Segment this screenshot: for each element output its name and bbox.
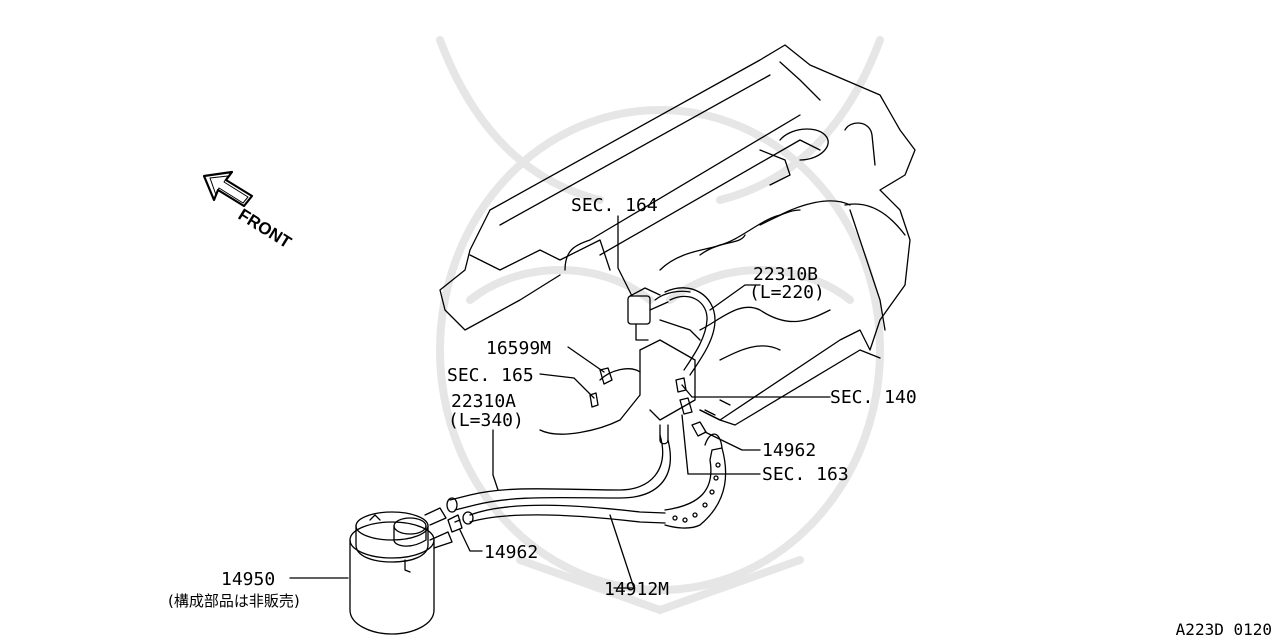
label-sec-165: SEC. 165 xyxy=(447,365,534,386)
label-sec-140: SEC. 140 xyxy=(830,387,917,408)
label-16599m: 16599M xyxy=(486,338,552,359)
label-22310a: 22310A xyxy=(451,391,517,412)
hose-22310a xyxy=(446,434,671,513)
leader-lines xyxy=(289,215,831,589)
clamp-14962 xyxy=(447,514,463,533)
engine-outline xyxy=(439,44,916,435)
reference-code: A223D 0120 xyxy=(1175,620,1272,639)
label-22310b: 22310B xyxy=(753,264,819,285)
label-22310b-length: (L=220) xyxy=(749,282,825,303)
watermark-emblem xyxy=(436,36,884,615)
label-14962-right: 14962 xyxy=(762,440,817,461)
label-sec-164: SEC. 164 xyxy=(571,195,658,216)
label-14912m: 14912M xyxy=(604,579,670,600)
label-sec-163: SEC. 163 xyxy=(762,464,849,485)
front-arrow-icon xyxy=(202,170,254,208)
hose-corrugation xyxy=(672,462,721,523)
label-14950: 14950 xyxy=(221,569,276,590)
valve-assembly xyxy=(589,287,707,445)
hose-14912m xyxy=(462,433,727,529)
label-22310a-length: (L=340) xyxy=(448,410,524,431)
canister-14950 xyxy=(349,507,453,635)
hose-22310b xyxy=(664,287,716,376)
label-14962-left: 14962 xyxy=(484,542,539,563)
label-14950-note: (構成部品は非販売) xyxy=(168,592,300,610)
